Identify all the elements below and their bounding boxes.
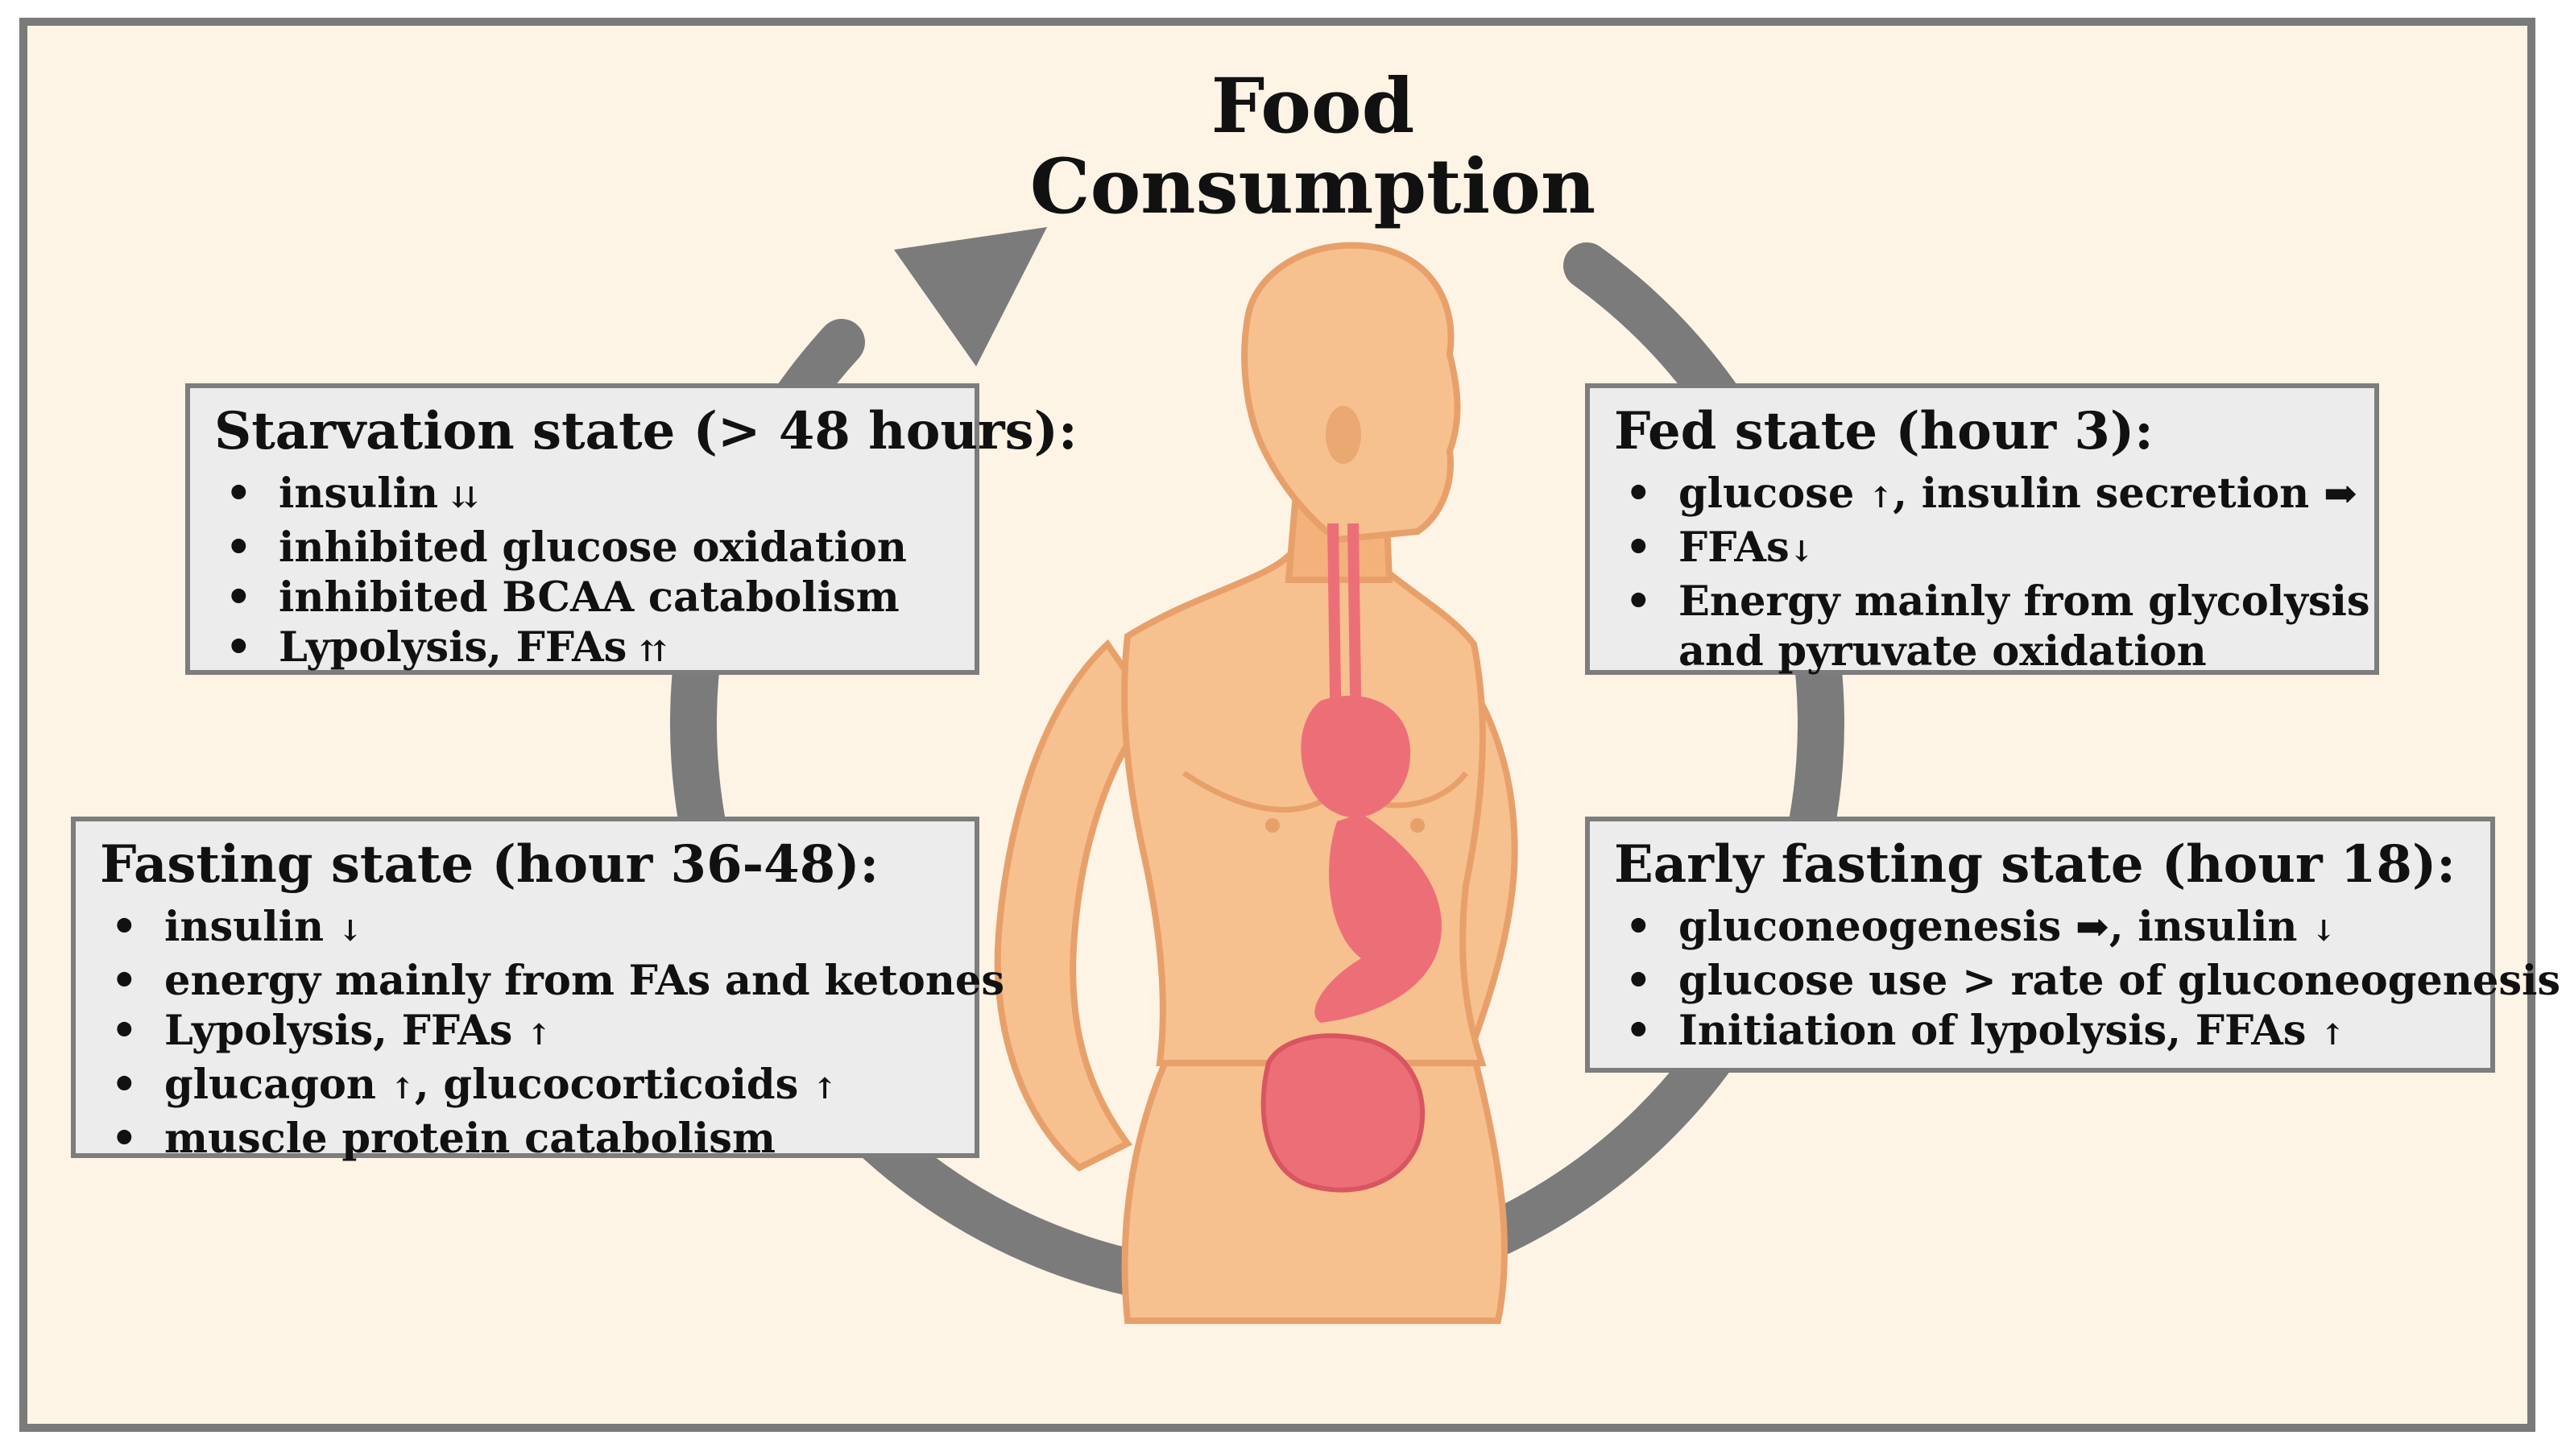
list-item: •Initiation of lypolysis, FFAs ↑ bbox=[1625, 1007, 2345, 1055]
intestines-icon bbox=[1260, 1033, 1426, 1193]
page-title: Food Consumption bbox=[991, 66, 1635, 227]
list-item-continuation: and pyruvate oxidation bbox=[1678, 627, 2207, 676]
heart-icon bbox=[1301, 695, 1411, 818]
right-arrow-icon: ➡ bbox=[2075, 903, 2109, 950]
early-fasting-state-box: Early fasting state (hour 18): •gluconeo… bbox=[1585, 817, 2561, 1073]
bullet-icon: • bbox=[111, 903, 138, 951]
fasting-state-box: Fasting state (hour 36-48): •insulin ↓ •… bbox=[71, 817, 1004, 1163]
down-double-arrow-icon: ⇊ bbox=[452, 481, 478, 515]
bullet-icon: • bbox=[111, 1061, 138, 1109]
down-arrow-icon: ↓ bbox=[337, 914, 363, 948]
bullet-icon: • bbox=[111, 1007, 138, 1055]
bullet-icon: • bbox=[111, 1115, 138, 1163]
down-arrow-icon: ↓ bbox=[2311, 914, 2336, 948]
bullet-icon: • bbox=[226, 469, 252, 518]
list-item: •insulin ⇊ bbox=[226, 469, 478, 518]
bullet-icon: • bbox=[226, 623, 252, 672]
list-item: •inhibited BCAA catabolism bbox=[226, 573, 900, 622]
cycle-arrowhead-icon bbox=[894, 227, 1047, 366]
list-item: •FFAs↓ bbox=[1625, 523, 1814, 572]
up-arrow-icon: ↑ bbox=[527, 1018, 552, 1052]
bullet-icon: • bbox=[111, 957, 138, 1005]
up-double-arrow-icon: ⇈ bbox=[641, 635, 666, 668]
up-arrow-icon: ↑ bbox=[813, 1072, 838, 1106]
list-item: •Lypolysis, FFAs ⇈ bbox=[226, 623, 666, 672]
list-item: •Lypolysis, FFAs ↑ bbox=[111, 1007, 552, 1055]
bullet-icon: • bbox=[1625, 903, 1652, 951]
stomach-icon bbox=[1314, 813, 1442, 1023]
list-item: •glucose ↑, insulin secretion ➡ bbox=[1625, 469, 2357, 518]
fed-state-box: Fed state (hour 3): •glucose ↑, insulin … bbox=[1585, 383, 2379, 676]
right-arrow-icon: ➡ bbox=[2323, 469, 2357, 517]
up-arrow-icon: ↑ bbox=[1869, 481, 1893, 515]
title-line-1: Food bbox=[1211, 62, 1415, 151]
starvation-state-box: Starvation state (> 48 hours): •insulin … bbox=[185, 383, 1078, 676]
list-item: •insulin ↓ bbox=[111, 903, 363, 951]
bullet-icon: • bbox=[1625, 1007, 1652, 1055]
early-fasting-state-list: •gluconeogenesis ➡, insulin ↓ •glucose u… bbox=[1614, 902, 2561, 1060]
fasting-state-title: Fasting state (hour 36-48): bbox=[100, 834, 879, 895]
fasting-state-list: •insulin ↓ •energy mainly from FAs and k… bbox=[100, 902, 1005, 1164]
list-item: •inhibited glucose oxidation bbox=[226, 523, 907, 572]
bullet-icon: • bbox=[1625, 469, 1652, 518]
bullet-icon: • bbox=[1625, 957, 1652, 1005]
down-arrow-icon: ↓ bbox=[1789, 535, 1814, 569]
list-item: •glucose use > rate of gluconeogenesis bbox=[1625, 957, 2561, 1005]
starvation-state-list: •insulin ⇊ •inhibited glucose oxidation … bbox=[214, 469, 955, 676]
starvation-state-title: Starvation state (> 48 hours): bbox=[214, 401, 1078, 461]
list-item: •glucagon ↑, glucocorticoids ↑ bbox=[111, 1061, 838, 1109]
title-line-2: Consumption bbox=[1029, 143, 1596, 231]
bullet-icon: • bbox=[226, 573, 252, 622]
list-item: •gluconeogenesis ➡, insulin ↓ bbox=[1625, 903, 2336, 951]
fed-state-title: Fed state (hour 3): bbox=[1614, 401, 2154, 461]
bullet-icon: • bbox=[1625, 523, 1652, 572]
list-item: •muscle protein catabolism bbox=[111, 1115, 776, 1163]
early-fasting-state-title: Early fasting state (hour 18): bbox=[1614, 834, 2456, 895]
up-arrow-icon: ↑ bbox=[2320, 1018, 2345, 1052]
bullet-icon: • bbox=[1625, 577, 1652, 626]
fed-state-list: •glucose ↑, insulin secretion ➡ •FFAs↓ •… bbox=[1614, 469, 2370, 676]
human-figure-icon bbox=[994, 242, 1518, 1324]
up-arrow-icon: ↑ bbox=[390, 1072, 415, 1106]
bullet-icon: • bbox=[226, 523, 252, 572]
list-item: •Energy mainly from glycolysis bbox=[1625, 577, 2370, 626]
list-item: •energy mainly from FAs and ketones bbox=[111, 957, 1005, 1005]
